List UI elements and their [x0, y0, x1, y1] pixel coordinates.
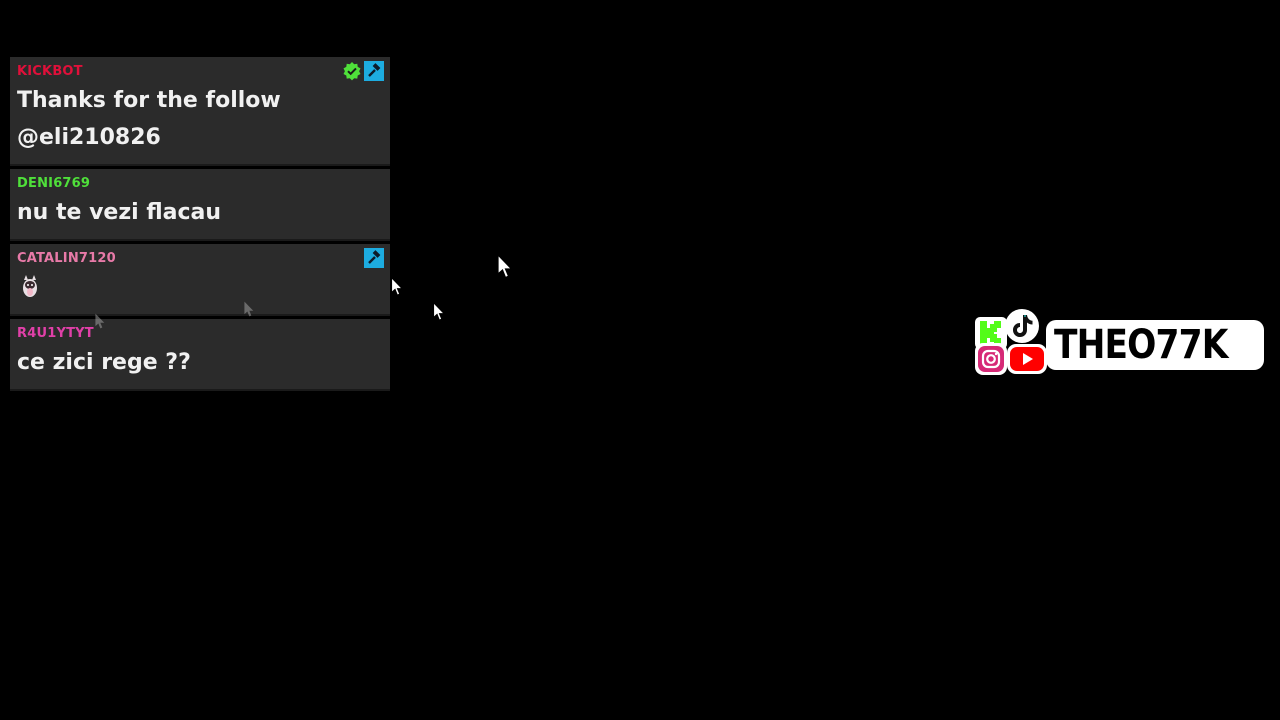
- moderator-icon: [364, 248, 384, 268]
- mouse-cursor-icon: [497, 254, 513, 279]
- channel-logo: THEO77K: [972, 308, 1264, 378]
- youtube-icon: [1006, 342, 1048, 376]
- chat-username: DENI6769: [17, 176, 91, 191]
- chat-username: KICKBOT: [17, 64, 83, 79]
- chat-panel: KICKBOT Thanks for the follow @eli210826: [10, 57, 390, 394]
- chat-username: CATALIN7120: [17, 251, 116, 266]
- moderator-icon: [364, 61, 384, 81]
- chat-message-text: Thanks for the follow @eli210826: [17, 88, 281, 150]
- chat-message: R4U1YTYT ce zici rege ??: [10, 319, 390, 391]
- instagram-icon: [974, 342, 1008, 376]
- tiktok-icon: [1004, 308, 1040, 344]
- kick-icon: [974, 316, 1008, 350]
- verified-icon: [342, 61, 362, 81]
- chat-message-text: ce zici rege ??: [17, 350, 191, 375]
- chat-message: CATALIN7120: [10, 244, 390, 316]
- chat-message: KICKBOT Thanks for the follow @eli210826: [10, 57, 390, 166]
- chat-message: DENI6769 nu te vezi flacau: [10, 169, 390, 241]
- mouse-cursor-icon: [244, 301, 254, 317]
- user-badges: [342, 61, 384, 81]
- channel-name-plate: THEO77K: [1046, 320, 1264, 370]
- chat-message-text: nu te vezi flacau: [17, 200, 222, 225]
- channel-name: THEO77K: [1054, 322, 1228, 368]
- chat-username: R4U1YTYT: [17, 326, 94, 341]
- mouse-cursor-icon: [95, 313, 105, 329]
- dancing-cat-emote: [23, 275, 37, 297]
- mouse-cursor-icon: [433, 302, 446, 321]
- user-badges: [364, 248, 384, 268]
- mouse-cursor-icon: [391, 277, 404, 296]
